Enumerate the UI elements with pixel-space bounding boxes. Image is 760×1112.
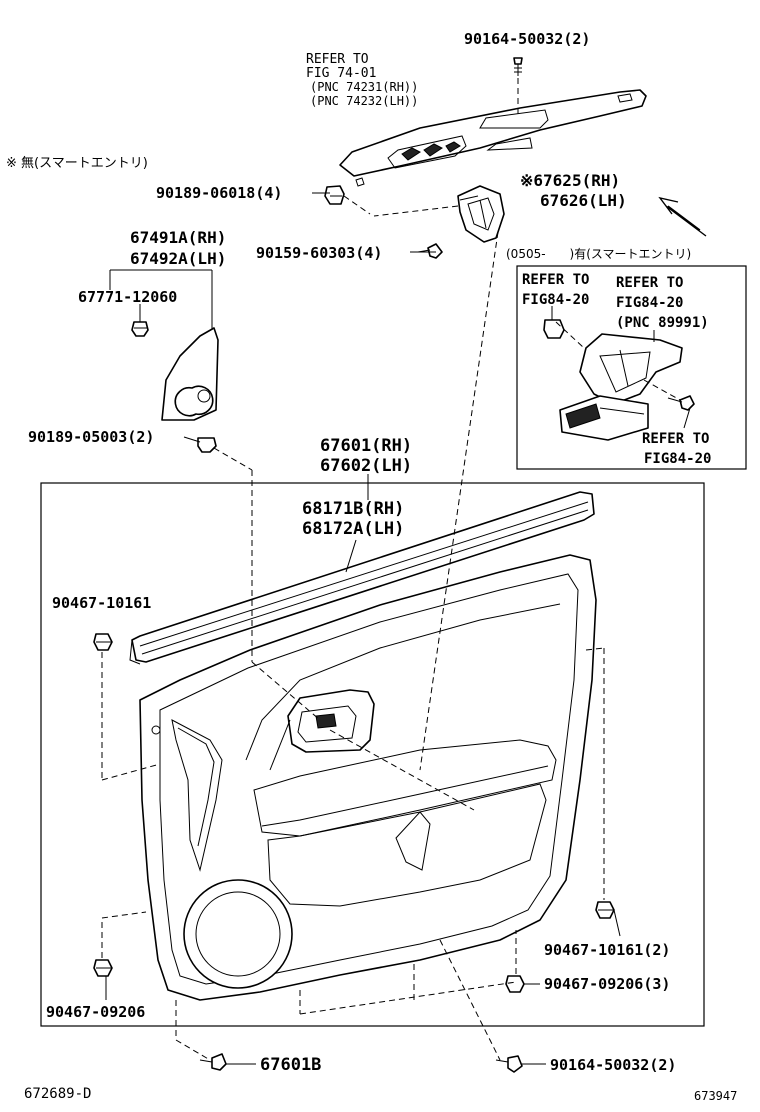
label-cover-rh: 67491A(RH) bbox=[130, 228, 226, 247]
label-inset-refer1-2: FIG84-20 bbox=[522, 292, 589, 308]
inset-bracket-icon bbox=[579, 333, 683, 405]
label-ref-code-left: 672689-D bbox=[24, 1086, 91, 1102]
cover-67491a-icon bbox=[161, 327, 219, 421]
inset-clip-icon bbox=[543, 319, 565, 339]
armrest-base-icon bbox=[339, 89, 647, 187]
screw-bottom-icon bbox=[495, 1055, 523, 1073]
label-clip-top: 90164-50032(2) bbox=[464, 30, 590, 48]
weatherstrip-68171b-icon bbox=[129, 491, 595, 665]
label-weatherstrip-lh: 68172A(LH) bbox=[302, 519, 404, 539]
label-refer-fig74-3: (PNC 74231(RH)) bbox=[310, 80, 418, 94]
label-weatherstrip-rh: 68171B(RH) bbox=[302, 499, 404, 519]
clip-90467-09206-3-icon bbox=[505, 975, 525, 993]
screw-90159-60303-icon bbox=[417, 243, 443, 259]
door-trim-panel-67601-icon bbox=[139, 554, 597, 1001]
screw-top-icon bbox=[513, 57, 523, 76]
label-screw-90159: 90159-60303(4) bbox=[256, 244, 382, 262]
label-smart-entry-note: (0505- )有(スマートエントリ) bbox=[506, 247, 691, 261]
bracket-67625-icon bbox=[457, 185, 505, 243]
label-clip-90467-10161: 90467-10161 bbox=[52, 594, 151, 612]
label-clip-90467-09206-3: 90467-09206(3) bbox=[544, 975, 670, 993]
label-bracket-lh: 67626(LH) bbox=[540, 191, 627, 210]
label-refer-fig74-2: FIG 74-01 bbox=[306, 66, 376, 81]
label-ref-code-right: 673947 bbox=[694, 1089, 737, 1103]
label-inset-refer3-1: REFER TO bbox=[642, 431, 709, 447]
label-inset-refer2-1: REFER TO bbox=[616, 275, 683, 291]
clip-90467-09206-icon bbox=[93, 959, 113, 977]
clip-90467-10161-icon bbox=[93, 633, 113, 651]
label-clip-90189-05003: 90189-05003(2) bbox=[28, 428, 154, 446]
label-inset-refer1-1: REFER TO bbox=[522, 272, 589, 288]
clip-90189-05003-icon bbox=[197, 437, 217, 453]
clip-90189-06018-icon bbox=[324, 185, 345, 205]
label-clip-bottom: 90164-50032(2) bbox=[550, 1056, 676, 1074]
label-clip-90467-10161-2: 90467-10161(2) bbox=[544, 941, 670, 959]
label-clip-90189-06018: 90189-06018(4) bbox=[156, 184, 282, 202]
leader-lines bbox=[101, 78, 691, 1065]
label-clip-67771: 67771-12060 bbox=[78, 288, 177, 306]
label-panel-lh: 67602(LH) bbox=[320, 456, 412, 476]
clip-90467-10161-2-icon bbox=[595, 901, 615, 919]
label-refer-fig74-1: REFER TO bbox=[306, 52, 369, 67]
label-cover-lh: 67492A(LH) bbox=[130, 249, 226, 268]
label-board-67601b: 67601B bbox=[260, 1055, 321, 1075]
smart-entry-inset-frame bbox=[516, 265, 747, 470]
door-panel-assembly-frame bbox=[40, 482, 705, 1027]
label-refer-fig74-4: (PNC 74232(LH)) bbox=[310, 94, 418, 108]
screw-67601b-icon bbox=[199, 1053, 227, 1071]
label-panel-rh: 67601(RH) bbox=[320, 436, 412, 456]
label-bracket-rh: ※67625(RH) bbox=[520, 171, 620, 190]
label-inset-refer2-3: (PNC 89991) bbox=[616, 315, 709, 331]
label-clip-90467-09206: 90467-09206 bbox=[46, 1003, 145, 1021]
label-note-no-smart: ※ 無(スマートエントリ) bbox=[6, 156, 148, 171]
clip-67771-12060-icon bbox=[131, 321, 149, 337]
label-inset-refer3-2: FIG84-20 bbox=[644, 451, 711, 467]
pointer-arrow-icon bbox=[658, 196, 707, 237]
inset-module-icon bbox=[559, 395, 649, 441]
inset-screw-icon bbox=[667, 395, 695, 411]
label-inset-refer2-2: FIG84-20 bbox=[616, 295, 683, 311]
